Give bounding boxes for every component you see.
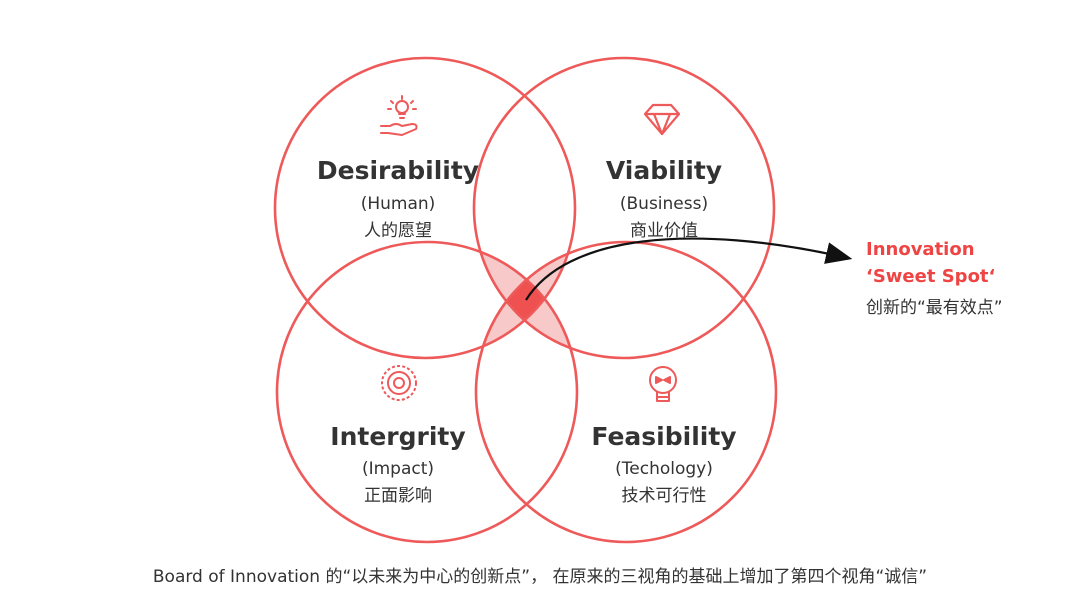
circle-intergrity bbox=[275, 240, 579, 544]
intergrity-subtitle: (Impact) bbox=[362, 459, 434, 479]
overlap-lenses bbox=[474, 242, 577, 358]
circle-desirability bbox=[273, 56, 577, 360]
viability-subtitle: (Business) bbox=[620, 194, 708, 214]
caption: Board of Innovation 的“以未来为中心的创新点”， 在原来的三… bbox=[152, 567, 928, 587]
circle-feasibility bbox=[474, 240, 778, 544]
lightbulb-hand-icon bbox=[380, 95, 418, 136]
intergrity-title: Intergrity bbox=[330, 422, 465, 451]
lightbulb-bow-icon bbox=[649, 366, 677, 402]
diamond-icon bbox=[643, 103, 681, 136]
feasibility-title: Feasibility bbox=[591, 422, 736, 451]
sweet-spot-arrow bbox=[525, 237, 853, 301]
circle-viability bbox=[472, 56, 776, 360]
callout-sweet-spot: ‘Sweet Spot‘ bbox=[866, 266, 995, 287]
desirability-subtitle: (Human) bbox=[361, 194, 436, 214]
feasibility-subtitle: (Techology) bbox=[615, 459, 713, 479]
callout-chinese: 创新的“最有效点” bbox=[866, 298, 1003, 318]
viability-title: Viability bbox=[606, 156, 722, 185]
intergrity-chinese: 正面影响 bbox=[364, 486, 432, 506]
feasibility-chinese: 技术可行性 bbox=[622, 486, 707, 506]
target-icon bbox=[381, 365, 417, 401]
callout-innovation: Innovation bbox=[866, 239, 975, 260]
desirability-chinese: 人的愿望 bbox=[364, 221, 432, 241]
desirability-title: Desirability bbox=[317, 156, 479, 185]
viability-chinese: 商业价值 bbox=[630, 221, 698, 241]
